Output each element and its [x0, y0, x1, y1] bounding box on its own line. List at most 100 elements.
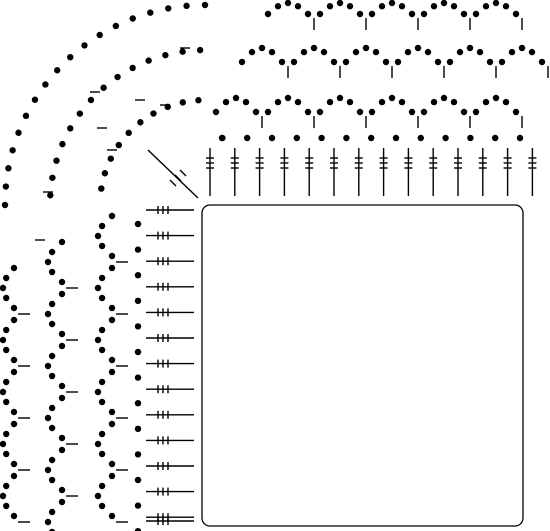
chain-dot [10, 304, 18, 312]
chain-dot [134, 400, 142, 407]
chain-dot [67, 53, 74, 61]
chain-arch [394, 44, 445, 78]
chain-dot [466, 44, 474, 52]
chain-dot [442, 134, 449, 142]
chain-arch [446, 44, 497, 78]
chain-dot [316, 10, 324, 18]
chain-dot [502, 3, 510, 10]
chain-dot [31, 96, 39, 103]
chain-dot [125, 129, 132, 137]
treble-post [230, 148, 239, 196]
chain-arch [420, 0, 471, 30]
chain-dot [58, 278, 66, 286]
chain-dot [58, 330, 66, 338]
chain-dot [129, 64, 136, 72]
chain-dot [472, 108, 480, 116]
chain-dot [108, 252, 116, 260]
chain-dot [108, 512, 116, 520]
chain-dot [512, 108, 520, 116]
chain-dot [114, 73, 121, 81]
treble-post [146, 385, 194, 394]
chain-arch [44, 342, 78, 393]
chain-arch [316, 0, 367, 30]
chain-dot [258, 44, 266, 52]
top-treble-row [206, 148, 537, 196]
chain-dot [293, 134, 300, 142]
chain-dot [388, 0, 396, 7]
chain-dot [3, 482, 10, 490]
chain-dot [450, 3, 458, 10]
chain-arch [316, 94, 367, 128]
chain-dot [48, 508, 56, 516]
chain-dot [87, 96, 95, 104]
chain-dot [3, 378, 10, 386]
chain-dot [356, 10, 364, 18]
corner-treble [147, 149, 199, 199]
chain-dot [96, 31, 103, 39]
treble-post [146, 487, 194, 496]
chain-dot [147, 9, 154, 16]
chain-dot [42, 81, 49, 88]
center-square [201, 204, 524, 527]
chain-dot [0, 388, 7, 396]
chain-dot [44, 362, 52, 370]
chain-dot [48, 248, 56, 256]
chain-dot [98, 185, 105, 192]
chain-dot [430, 3, 438, 10]
chain-arch [420, 94, 471, 128]
chain-dot [48, 372, 56, 380]
chain-dot [165, 5, 172, 12]
chain-dot [196, 46, 204, 54]
treble-post [146, 206, 194, 214]
chain-dot [420, 10, 428, 18]
chain-dot [98, 430, 106, 438]
chain-dot [330, 58, 338, 66]
chain-dot [179, 99, 187, 106]
chain-dot [482, 3, 490, 10]
treble-post [454, 148, 462, 196]
chain-dot [274, 98, 282, 106]
treble-post [354, 148, 363, 196]
chain-dot [238, 58, 246, 66]
chain-dot [162, 51, 169, 59]
chain-dot [320, 48, 328, 56]
chain-dot [129, 15, 136, 22]
chain-dot [58, 434, 66, 442]
chain-dot [268, 48, 276, 56]
treble-post [206, 148, 214, 196]
chain-dot [456, 48, 464, 56]
chain-dot [3, 326, 10, 334]
chain-dot [222, 98, 230, 106]
chain-dot [420, 108, 428, 116]
chain-dot [48, 404, 56, 412]
chain-dot [278, 58, 286, 66]
chain-dot [346, 98, 354, 106]
chain-dot [326, 3, 334, 10]
chain-dot [76, 110, 84, 117]
chain-arch [94, 472, 128, 523]
chain-dot [134, 425, 142, 432]
chain-dot [0, 336, 7, 344]
chain-dot [538, 58, 546, 66]
chain-dot [0, 492, 7, 500]
left-arch-rows [0, 212, 128, 531]
chain-dot [430, 98, 438, 106]
chain-arch [0, 420, 30, 471]
chain-dot [518, 44, 526, 52]
chain-dot [98, 378, 106, 386]
chain-dot [112, 22, 120, 30]
chain-dot [318, 134, 325, 142]
chain-arch [498, 44, 549, 78]
chain-dot [94, 388, 102, 396]
chain-dot [336, 0, 344, 7]
treble-post-tick [179, 169, 187, 177]
chain-dot [98, 222, 106, 230]
chain-dot [134, 374, 142, 381]
chain-dot [98, 502, 106, 510]
chain-dot [44, 258, 52, 266]
chain-dot [392, 134, 400, 142]
treble-post [528, 148, 537, 196]
chain-dot [398, 3, 406, 10]
chain-dot [492, 134, 499, 142]
chain-dot [264, 108, 272, 116]
